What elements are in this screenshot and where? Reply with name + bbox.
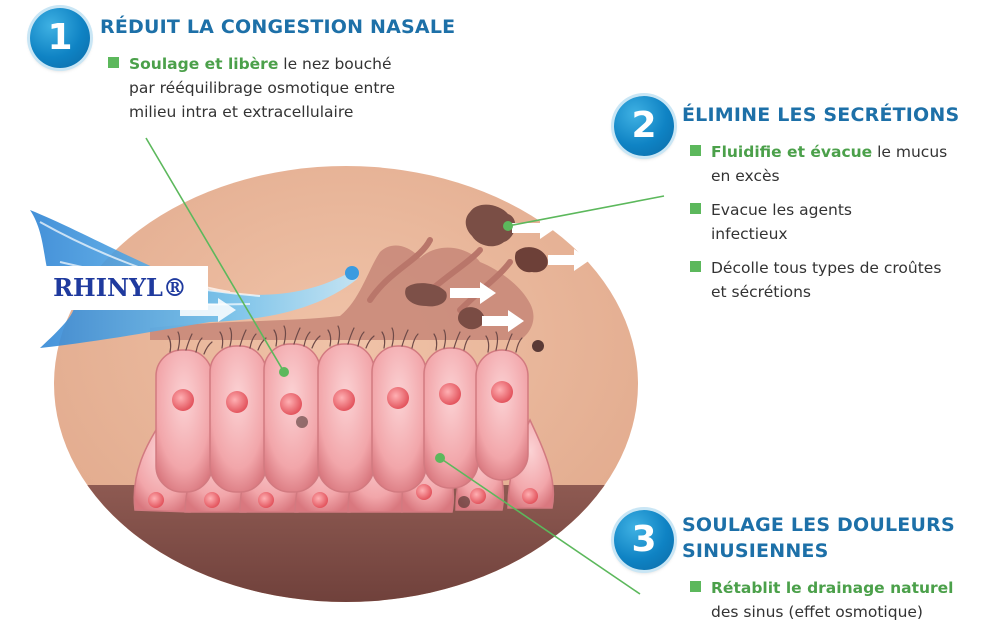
section-2-b2-line-2: infectieux: [711, 225, 788, 243]
crust-debris: [405, 283, 447, 307]
step-2-badge: 2: [614, 96, 674, 156]
step-3-badge: 3: [614, 510, 674, 570]
section-3-heading-line-1: SOULAGE LES DOULEURS: [682, 514, 955, 536]
bullet-icon: [690, 203, 701, 214]
flow-arrows: [450, 217, 590, 332]
leader-dot: [279, 367, 289, 377]
section-3-highlight: Rétablit le drainage naturel: [711, 579, 954, 597]
bullet-icon: [690, 581, 701, 592]
section-2-heading: ÉLIMINE LES SECRÉTIONS: [682, 104, 960, 126]
leader-dot: [435, 453, 445, 463]
mucus-flow: [150, 245, 534, 340]
section-1-highlight: Soulage et libère: [129, 55, 279, 73]
section-2-b1-highlight: Fluidifie et évacue: [711, 143, 873, 161]
section-2-b3-line-2: et sécrétions: [711, 283, 812, 301]
bullet-icon: [690, 145, 701, 156]
step-1-badge: 1: [30, 8, 90, 68]
section-2-b2-line-1: Evacue les agents: [711, 201, 852, 219]
section-2-text: Fluidifie et évacue le mucus en excès Ev…: [690, 140, 980, 304]
epithelial-cells: [133, 343, 555, 513]
crust-debris: [458, 307, 485, 330]
leader-dot: [503, 221, 513, 231]
section-1-rest: le nez bouché: [278, 55, 392, 73]
leader-lines: [145, 137, 665, 595]
section-3-text: Rétablit le drainage naturel des sinus (…: [690, 576, 980, 624]
crust-debris: [465, 204, 516, 247]
section-2-b1-line-2: en excès: [711, 167, 780, 185]
section-2-b1-rest: le mucus: [872, 143, 948, 161]
bullet-icon: [108, 57, 119, 68]
crust-debris: [514, 247, 548, 273]
section-2-b3-line-1: Décolle tous types de croûtes: [711, 259, 942, 277]
section-1-line-2: par rééquilibrage osmotique entre: [129, 79, 395, 97]
section-3-line-2: des sinus (effet osmotique): [711, 603, 923, 621]
bullet-icon: [690, 261, 701, 272]
section-1-heading: RÉDUIT LA CONGESTION NASALE: [100, 16, 456, 38]
brand-label: RHINYL®: [32, 266, 208, 310]
section-3-heading-line-2: SINUSIENNES: [682, 540, 829, 562]
section-1-line-3: milieu intra et extracellulaire: [129, 103, 354, 121]
cilia: [167, 325, 523, 355]
section-1-text: Soulage et libère le nez bouché par rééq…: [108, 52, 468, 124]
